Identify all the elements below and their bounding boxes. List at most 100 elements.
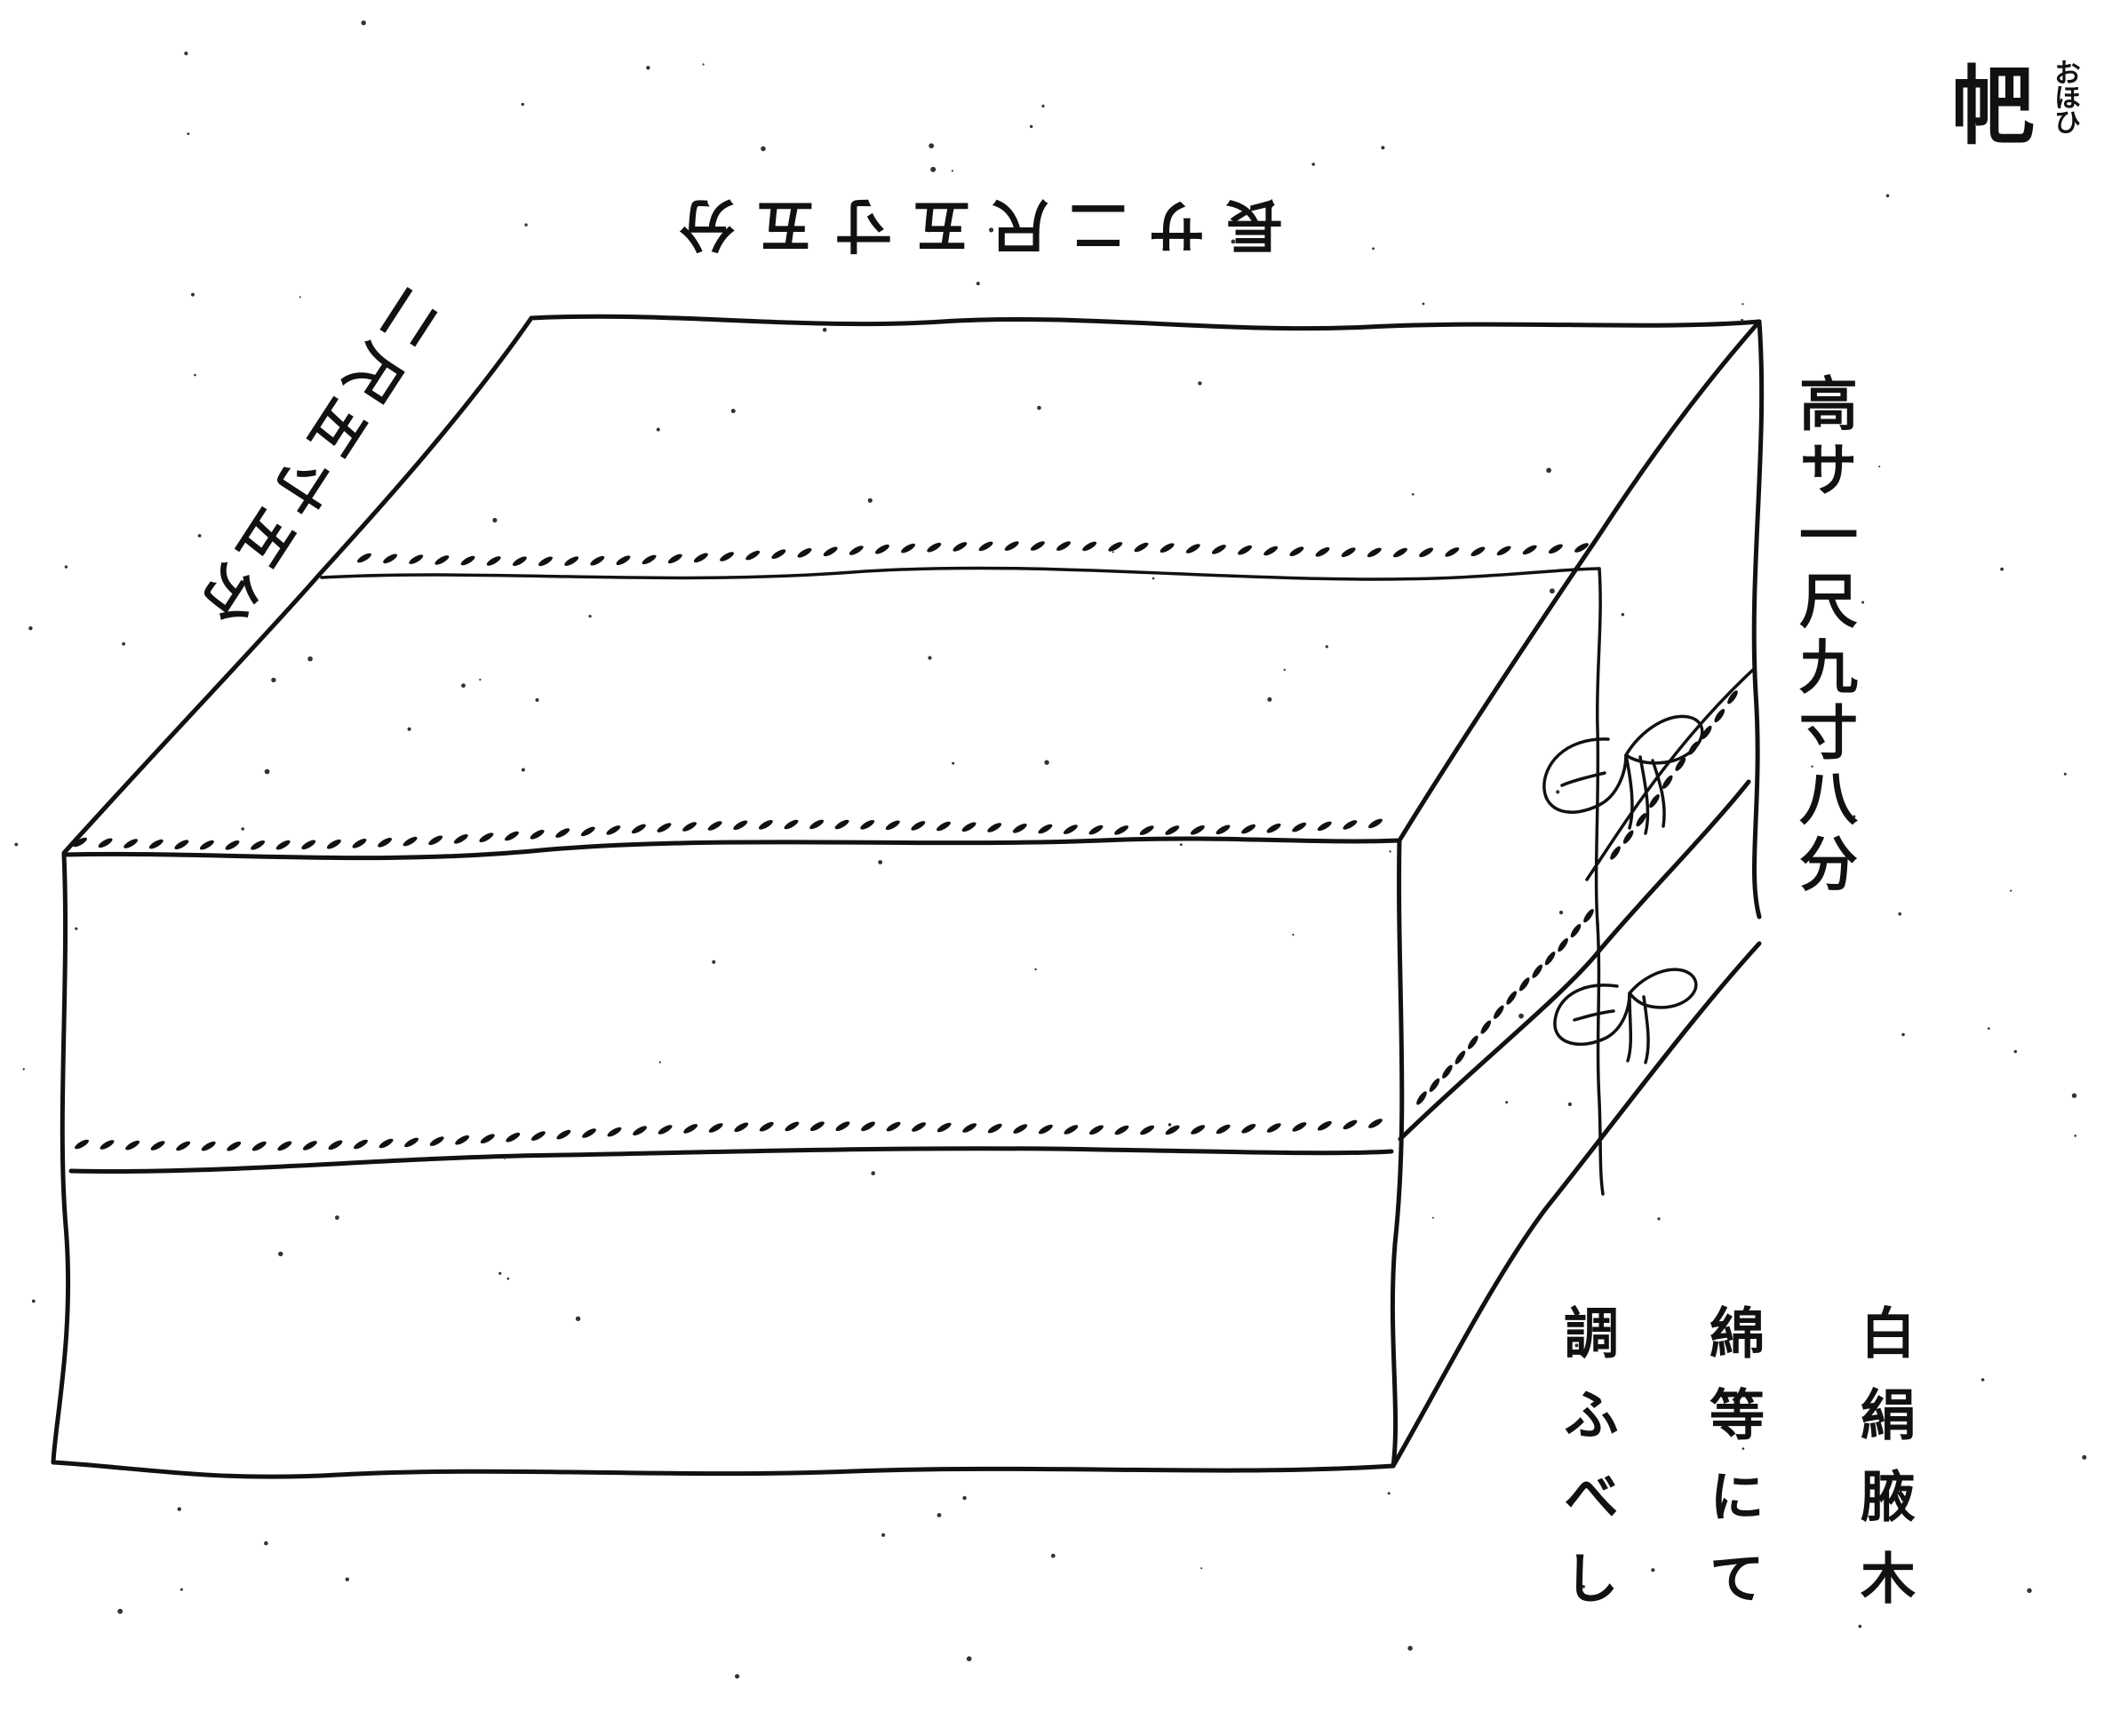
- paper-speck: [521, 102, 524, 107]
- stitch-mark: [1727, 690, 1738, 705]
- stitch-mark: [823, 546, 838, 557]
- stitch-mark: [607, 1127, 622, 1137]
- paper-speck: [1325, 645, 1328, 649]
- stitch-mark: [631, 824, 646, 834]
- paper-speck: [1311, 163, 1315, 166]
- stitch-mark: [590, 555, 605, 566]
- paper-speck: [702, 63, 705, 66]
- stitch-mark: [1368, 1119, 1383, 1128]
- stitch-mark: [642, 554, 657, 565]
- paper-speck: [264, 768, 270, 775]
- paper-speck: [1198, 381, 1202, 386]
- stitch-mark: [512, 556, 527, 566]
- paper-speck: [535, 697, 539, 702]
- stitch-mark: [1343, 820, 1358, 830]
- stitch-mark: [936, 821, 951, 832]
- stitch-mark: [1292, 1122, 1307, 1132]
- paper-speck: [1283, 668, 1287, 672]
- stitch-mark: [174, 840, 189, 849]
- stitch-mark: [1622, 830, 1634, 844]
- height-dimension-label: 高サ一尺九寸八分: [1789, 373, 1859, 899]
- top-face-right-edge: [1397, 319, 1762, 843]
- stitch-mark: [251, 840, 266, 850]
- stitch-mark: [1160, 543, 1175, 553]
- stitch-mark: [354, 1139, 368, 1150]
- paper-speck: [2013, 1049, 2017, 1054]
- paper-speck: [951, 170, 953, 172]
- stitch-mark: [987, 1123, 1002, 1134]
- paper-speck: [506, 1277, 510, 1280]
- stitch-mark: [1367, 547, 1382, 558]
- stitch-mark: [667, 553, 682, 564]
- stitch-mark: [506, 1132, 521, 1143]
- stitch-mark: [809, 1121, 825, 1131]
- stitch-mark: [1570, 924, 1582, 938]
- stitch-mark: [1610, 846, 1621, 860]
- stitch-mark: [302, 1141, 317, 1151]
- stitch-mark: [633, 1126, 648, 1135]
- stitch-mark: [1518, 977, 1530, 991]
- paper-speck: [646, 66, 650, 70]
- paper-speck: [1853, 815, 1856, 818]
- paper-speck: [179, 1588, 183, 1591]
- paper-speck: [1621, 613, 1625, 617]
- stitch-mark: [1416, 1091, 1427, 1105]
- stitch-mark: [1468, 1035, 1478, 1049]
- paper-speck: [1030, 124, 1033, 129]
- stitch-mark: [759, 1121, 774, 1132]
- paper-speck: [75, 927, 78, 930]
- paper-speck: [936, 1513, 942, 1517]
- paper-speck: [1574, 1343, 1579, 1348]
- stitch-mark: [148, 839, 163, 849]
- paper-speck: [14, 842, 19, 847]
- paper-speck: [271, 677, 276, 683]
- stitch-mark: [1714, 708, 1725, 723]
- figure-title-reading: おほひ: [2049, 59, 2080, 133]
- paper-speck: [1567, 1102, 1572, 1107]
- stitch-mark: [1544, 952, 1556, 966]
- paper-speck: [498, 1271, 502, 1275]
- stitch-mark: [434, 555, 450, 565]
- stitch-mark: [911, 821, 926, 831]
- paper-speck: [2071, 1093, 2077, 1098]
- stitch-mark: [379, 1138, 394, 1149]
- stitch-mark: [1215, 824, 1231, 835]
- stitch-mark: [707, 821, 722, 831]
- paper-speck: [479, 678, 482, 681]
- paper-speck: [1898, 912, 1901, 916]
- paper-speck: [345, 1577, 349, 1581]
- stitch-mark: [125, 1140, 140, 1151]
- paper-speck: [735, 1674, 740, 1679]
- paper-speck: [1741, 319, 1744, 323]
- figure-title: 帊: [1951, 56, 2036, 156]
- stitch-mark: [1266, 823, 1281, 833]
- stitch-mark: [962, 1123, 977, 1133]
- stitch-mark: [1429, 1078, 1440, 1092]
- stitch-mark: [961, 822, 976, 832]
- paper-speck: [264, 1541, 268, 1546]
- stitch-mark: [978, 541, 993, 552]
- stitch-mark: [734, 1122, 749, 1133]
- paper-speck: [1034, 968, 1037, 971]
- paper-speck: [335, 1215, 339, 1220]
- stitch-mark: [201, 1141, 216, 1151]
- paper-speck: [187, 132, 190, 136]
- stitch-mark: [720, 552, 735, 561]
- stitch-mark: [352, 839, 367, 848]
- paper-speck: [656, 427, 660, 432]
- stitch-mark: [124, 839, 139, 848]
- stitch-mark: [1134, 542, 1149, 553]
- stitch-mark: [404, 1137, 419, 1148]
- paper-speck: [730, 409, 736, 414]
- stitch-mark: [1315, 547, 1330, 557]
- paper-speck: [1518, 1013, 1524, 1019]
- stitch-mark: [1574, 543, 1589, 553]
- top-seam-line: [320, 566, 1601, 581]
- stitch-mark: [555, 828, 570, 838]
- note-line-1: 白絹腋木: [1851, 1304, 1916, 1631]
- paper-speck: [761, 146, 766, 152]
- stitch-mark: [1343, 1119, 1358, 1130]
- stitch-mark: [357, 553, 371, 563]
